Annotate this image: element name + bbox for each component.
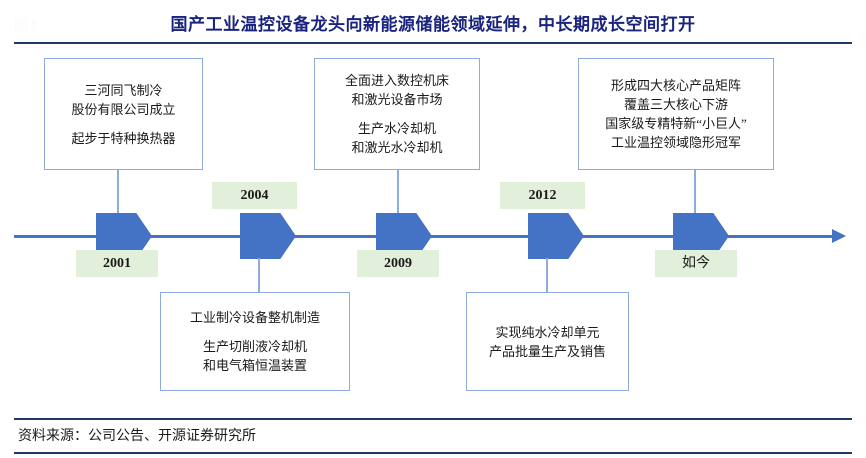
event-line: 三河同飞制冷 bbox=[84, 82, 163, 98]
event-line: 生产水冷却机 bbox=[357, 121, 436, 136]
event-line: 实现纯水冷却单元 bbox=[495, 324, 600, 340]
event-line: 工业制冷设备整机制造 bbox=[189, 310, 320, 325]
event-line: 覆盖三大核心下游 bbox=[623, 97, 728, 112]
timeline-marker-m4 bbox=[528, 213, 584, 259]
year-chip-m1: 2001 bbox=[76, 250, 158, 277]
timeline-arrow-icon bbox=[832, 229, 846, 243]
event-box-m1: 三河同飞制冷 股份有限公司成立 起步于特种换热器 bbox=[44, 58, 203, 170]
connector-m5 bbox=[694, 170, 696, 217]
event-box-m3: 全面进入数控机床 和激光设备市场 生产水冷却机 和激光水冷却机 bbox=[314, 58, 480, 170]
page-title: 国产工业温控设备龙头向新能源储能领域延伸，中长期成长空间打开 bbox=[170, 15, 696, 34]
year-chip-m3: 2009 bbox=[357, 250, 439, 277]
event-line: 和激光水冷却机 bbox=[351, 140, 443, 155]
event-box-m4: 实现纯水冷却单元 产品批量生产及销售 bbox=[466, 292, 629, 391]
event-line: 生产切削液冷却机 bbox=[202, 339, 307, 354]
event-box-m2: 工业制冷设备整机制造 生产切削液冷却机 和电气箱恒温装置 bbox=[160, 292, 350, 391]
connector-m4 bbox=[546, 258, 548, 295]
event-line: 全面进入数控机床 bbox=[344, 73, 449, 88]
year-chip-m5: 如今 bbox=[655, 250, 737, 277]
year-chip-m2: 2004 bbox=[212, 182, 297, 209]
footer-divider-bottom bbox=[14, 452, 852, 454]
event-line: 和激光设备市场 bbox=[351, 92, 443, 107]
source-note: 资料来源：公司公告、开源证券研究所 bbox=[18, 429, 256, 444]
event-line: 股份有限公司成立 bbox=[71, 101, 176, 117]
event-line: 形成四大核心产品矩阵 bbox=[610, 78, 741, 93]
header-divider bbox=[14, 42, 852, 44]
connector-m1 bbox=[117, 170, 119, 217]
figure-number: 图1： bbox=[14, 18, 55, 34]
year-chip-m4: 2012 bbox=[500, 182, 585, 209]
event-line: 产品批量生产及销售 bbox=[488, 343, 606, 359]
connector-m3 bbox=[397, 170, 399, 217]
figure-header: 图1： 国产工业温控设备龙头向新能源储能领域延伸，中长期成长空间打开 bbox=[14, 6, 852, 44]
event-box-m5: 形成四大核心产品矩阵 覆盖三大核心下游 国家级专精特新“小巨人” 工业温控领域隐… bbox=[578, 58, 774, 170]
timeline-marker-m2 bbox=[240, 213, 296, 259]
footer-divider-top bbox=[14, 418, 852, 420]
event-line: 和电气箱恒温装置 bbox=[202, 358, 307, 373]
event-line: 工业温控领域隐形冠军 bbox=[610, 135, 741, 150]
event-line: 国家级专精特新“小巨人” bbox=[605, 116, 747, 131]
connector-m2 bbox=[258, 258, 260, 295]
event-line: 起步于特种换热器 bbox=[71, 130, 176, 146]
